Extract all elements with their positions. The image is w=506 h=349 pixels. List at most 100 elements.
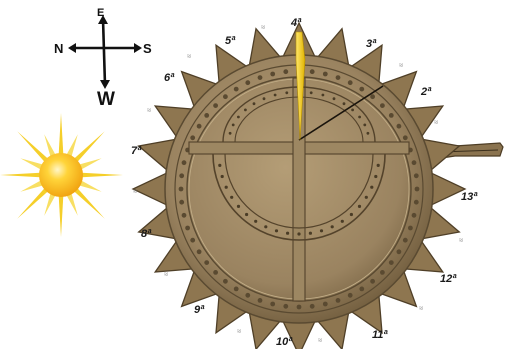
ring-dot (234, 87, 239, 92)
arc-dot (370, 186, 373, 189)
ring-dot (190, 135, 195, 140)
arc-dot (377, 164, 380, 167)
arc-dot (331, 225, 334, 228)
ring-dot (297, 305, 302, 310)
sun-ray (17, 188, 48, 219)
ring-dot (223, 94, 228, 99)
hour-label-10: 10ª (276, 336, 293, 348)
arc-dot (374, 175, 377, 178)
sun-ray (67, 134, 78, 157)
half-hour-mark: ½ (434, 119, 439, 126)
ring-dot (380, 103, 385, 108)
ring-dot (213, 270, 218, 275)
ring-dot (258, 298, 263, 303)
sun-ray (79, 158, 102, 169)
upper-arc-dot (343, 102, 346, 105)
upper-arc-dot (358, 116, 361, 119)
ring-dot (348, 80, 353, 85)
compass-south-label: S (143, 41, 152, 56)
half-hour-mark: ½ (261, 24, 266, 31)
ring-dot (283, 69, 288, 74)
ring-dot (336, 75, 341, 80)
ring-dot (310, 69, 315, 74)
ring-dot (414, 173, 419, 178)
half-hour-mark: ½ (459, 237, 464, 244)
sun-ray (17, 131, 48, 162)
ring-dot (403, 238, 408, 243)
compass-rose-icon: N E S W (54, 7, 152, 110)
ring-dot (389, 260, 394, 265)
compass-east-label: E (97, 7, 104, 19)
arc-dot (341, 220, 344, 223)
ring-dot (408, 226, 413, 231)
arc-dot (218, 164, 221, 167)
arc-dot (320, 229, 323, 232)
ring-dot (380, 270, 385, 275)
ring-dot (190, 238, 195, 243)
ring-dot (179, 200, 184, 205)
ring-dot (182, 160, 187, 165)
upper-arc-dot (310, 91, 313, 94)
ring-dot (348, 293, 353, 298)
ring-dot (370, 94, 375, 99)
ring-dot (414, 200, 419, 205)
half-hour-mark: ½ (164, 271, 169, 278)
ring-dot (412, 160, 417, 165)
upper-arc-dot (244, 109, 247, 112)
ring-dot (204, 113, 209, 118)
arc-dot (275, 229, 278, 232)
arc-dot (221, 175, 224, 178)
sun-ray (59, 196, 64, 237)
arc-dot (245, 213, 248, 216)
ring-dot (403, 135, 408, 140)
sun-ray (74, 131, 105, 162)
upper-arc-dot (322, 94, 325, 97)
upper-arc-dot (253, 102, 256, 105)
sun-ray (44, 134, 55, 157)
ring-dot (397, 124, 402, 129)
ring-dot (223, 279, 228, 284)
arc-dot (365, 196, 368, 199)
ring-dot (323, 302, 328, 307)
compass-north-label: N (54, 41, 63, 56)
ring-dot (415, 187, 420, 192)
upper-arc-dot (285, 91, 288, 94)
ring-dot (359, 287, 364, 292)
ring-dot (179, 173, 184, 178)
ring-dot (185, 226, 190, 231)
arc-dot (264, 225, 267, 228)
hour-label-4: 4ª (290, 17, 302, 29)
hour-label-9: 9ª (194, 304, 205, 316)
half-hour-mark: ½ (147, 107, 152, 114)
ring-dot (310, 304, 315, 309)
ring-dot (245, 80, 250, 85)
half-hour-mark: ½ (187, 53, 192, 60)
sun-ray (79, 181, 102, 192)
arc-dot (225, 186, 228, 189)
hour-label-5: 5ª (225, 35, 236, 47)
arc-dot (230, 196, 233, 199)
arc-dot (254, 220, 257, 223)
sun-ray (74, 188, 105, 219)
ring-dot (258, 75, 263, 80)
arc-dot (286, 232, 289, 235)
half-hour-mark: ½ (399, 62, 404, 69)
half-hour-mark: ½ (318, 337, 323, 344)
sun-ray (20, 181, 43, 192)
ring-dot (179, 187, 184, 192)
ring-dot (389, 113, 394, 118)
sun-core (39, 153, 83, 197)
upper-arc-dot (274, 94, 277, 97)
ring-dot (336, 298, 341, 303)
half-hour-mark: ½ (419, 305, 424, 312)
ring-dot (412, 213, 417, 218)
upper-arc-dot (363, 124, 366, 127)
ring-dot (204, 260, 209, 265)
hour-label-8: 8ª (141, 228, 152, 240)
ring-dot (197, 249, 202, 254)
arc-dot (309, 232, 312, 235)
sun-ray (67, 193, 78, 216)
upper-arc-dot (263, 97, 266, 100)
ring-dot (323, 72, 328, 77)
